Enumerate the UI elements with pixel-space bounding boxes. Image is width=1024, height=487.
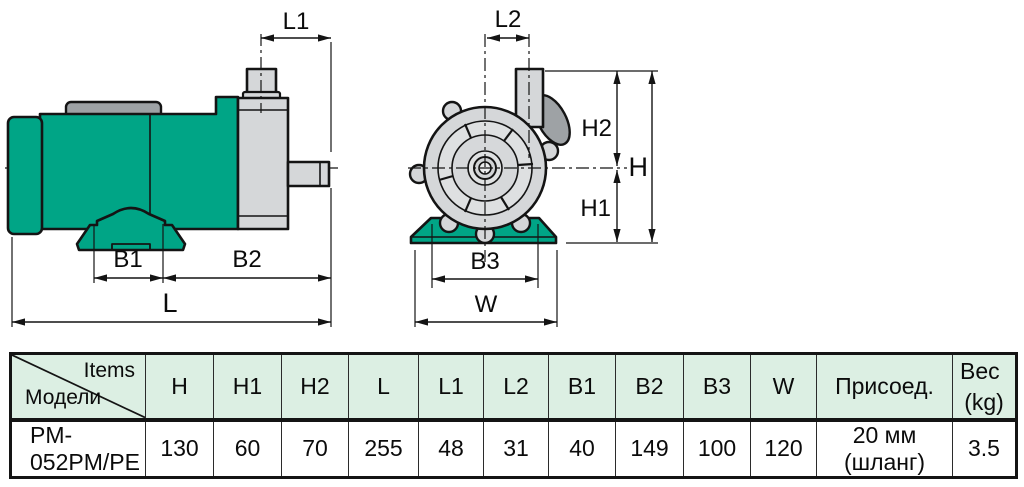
col-header-L1: L1 <box>418 353 484 422</box>
weight-header-label: Вес <box>960 358 1000 385</box>
col-header-B3: B3 <box>683 353 751 422</box>
col-header-W: W <box>750 353 817 422</box>
value-W: 120 <box>750 419 817 478</box>
value-H2: 70 <box>281 419 349 478</box>
table-row: PM-052PM/PE 130 60 70 255 48 31 40 149 1… <box>10 419 1017 478</box>
mounting-foot-side <box>75 206 187 252</box>
col-header-L: L <box>348 353 419 422</box>
col-header-L2: L2 <box>483 353 549 422</box>
value-H1: 60 <box>213 419 282 478</box>
value-L: 255 <box>348 419 419 478</box>
technical-drawing: L1 B1 B2 L <box>5 6 658 327</box>
value-L2: 31 <box>483 419 549 478</box>
side-dimension-lines <box>11 34 332 327</box>
value-B3: 100 <box>683 419 751 478</box>
col-header-B1: B1 <box>548 353 616 422</box>
col-header-H: H <box>145 353 214 422</box>
pump-side-view: L1 B1 B2 L <box>5 8 338 327</box>
foot-notch <box>111 243 151 250</box>
value-weight: 3.5 <box>952 419 1017 478</box>
corner-label-items: Items <box>83 359 135 382</box>
front-dimension-lines <box>414 34 658 327</box>
col-header-weight: Вес (kg) <box>952 353 1017 422</box>
inlet-port-side <box>286 160 331 188</box>
value-L1: 48 <box>418 419 484 478</box>
dim-label-L2: L2 <box>495 6 522 33</box>
dim-label-B1: B1 <box>113 246 142 273</box>
col-header-H2: H2 <box>281 353 349 422</box>
pump-front-view: L2 H2 H H1 B3 W <box>408 6 658 327</box>
value-B1: 40 <box>548 419 616 478</box>
value-H: 130 <box>145 419 214 478</box>
dim-label-B3: B3 <box>470 248 499 275</box>
value-connection: 20 мм (шланг) <box>816 419 953 478</box>
dim-label-H1: H1 <box>580 195 611 222</box>
dim-label-B2: B2 <box>232 246 261 273</box>
pump-head-casing <box>236 96 290 231</box>
col-header-H1: H1 <box>213 353 282 422</box>
corner-diagonal-line <box>12 355 143 416</box>
dim-label-H2: H2 <box>581 115 612 142</box>
corner-label-models: Модели <box>25 385 102 409</box>
value-B2: 149 <box>615 419 684 478</box>
dim-label-W: W <box>475 291 498 318</box>
dim-label-L: L <box>162 288 177 318</box>
dim-label-L1: L1 <box>283 8 310 35</box>
casing-ribs <box>438 123 534 213</box>
pump-head-flange-lines <box>238 109 288 217</box>
col-header-connection: Присоед. <box>816 353 953 422</box>
dim-label-H: H <box>629 152 649 182</box>
weight-header-unit: (kg) <box>964 388 1004 415</box>
col-header-B2: B2 <box>615 353 684 422</box>
motor-end-cap <box>6 115 44 236</box>
table-header-row: Items Модели H H1 H2 L L1 L2 B1 B2 B3 W … <box>10 353 1017 422</box>
model-cell: PM-052PM/PE <box>10 419 146 478</box>
dimensions-table: Items Модели H H1 H2 L L1 L2 B1 B2 B3 W … <box>9 352 1018 479</box>
corner-header-cell: Items Модели <box>10 353 146 422</box>
